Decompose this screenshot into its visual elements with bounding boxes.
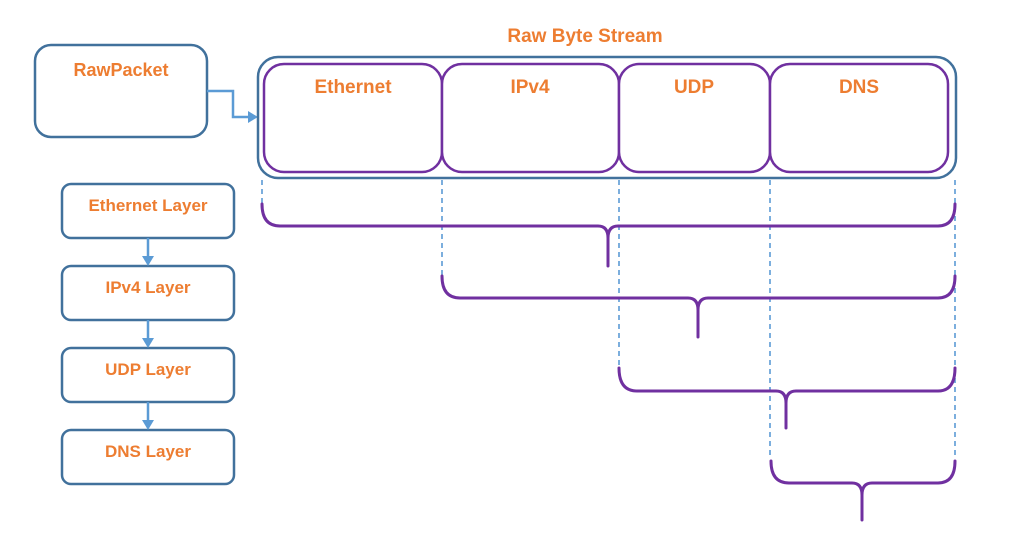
udp-layer-brace — [617, 366, 957, 430]
arrow-udp-to-dns-head — [142, 420, 154, 430]
arrow-ipv4-to-udp-head — [142, 338, 154, 348]
segment-label-ethernet: Ethernet — [314, 77, 392, 98]
ipv4-layer-brace — [440, 274, 957, 339]
segment-box-dns — [768, 62, 950, 174]
segment-label-ipv4: IPv4 — [510, 77, 550, 98]
segment-label-dns: DNS — [839, 77, 879, 98]
ethernet-layer-brace — [260, 202, 957, 268]
segment-label-udp: UDP — [674, 77, 714, 98]
udp-layer-label: UDP Layer — [105, 360, 191, 379]
raw-byte-stream-title: Raw Byte Stream — [507, 26, 662, 47]
dns-layer-label: DNS Layer — [105, 442, 191, 461]
ethernet-layer-label: Ethernet Layer — [88, 196, 207, 215]
ipv4-layer-label: IPv4 Layer — [105, 278, 190, 297]
arrow-ethernet-to-ipv4-head — [142, 256, 154, 266]
raw-packet-connector — [207, 89, 250, 119]
raw-packet-box — [33, 43, 209, 139]
dns-layer-brace — [769, 459, 957, 522]
raw-packet-connector-arrowhead — [248, 111, 258, 123]
raw-packet-label: RawPacket — [73, 60, 168, 80]
